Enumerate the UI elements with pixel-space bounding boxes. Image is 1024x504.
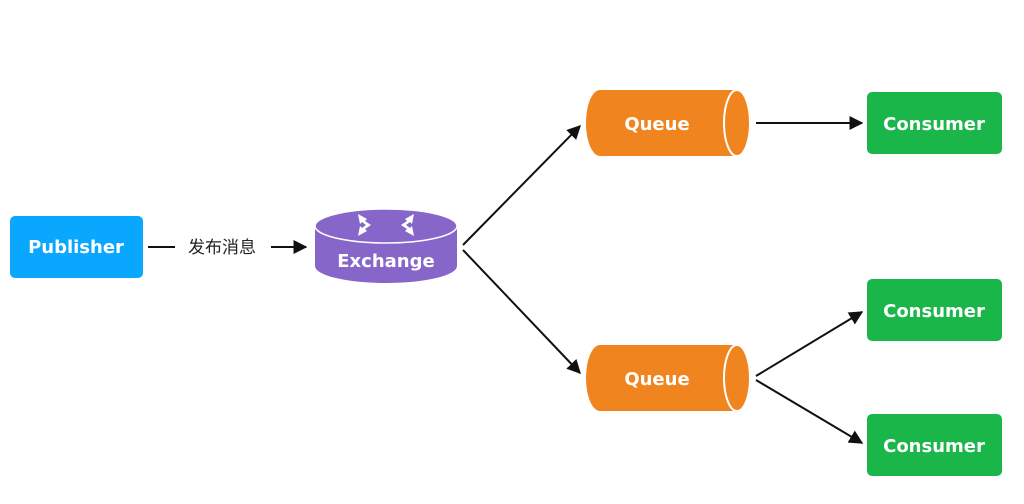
edge-publisher-exchange: 发布消息 — [148, 238, 308, 258]
queue-node-2[interactable]: Queue — [586, 344, 751, 412]
exchange-label: Exchange — [337, 251, 434, 272]
consumer-2-label: Consumer — [883, 301, 985, 322]
publisher-box — [10, 216, 143, 278]
consumer-2-box — [867, 279, 1002, 341]
consumer-1-box — [867, 92, 1002, 154]
edge-queue-2-consumer-2 — [755, 311, 864, 377]
exchange-arrows-icon — [358, 214, 414, 236]
edge-queue-2-consumer-3 — [755, 379, 864, 444]
queue-node-1[interactable]: Queue — [586, 89, 751, 157]
edge-exchange-queue-2 — [462, 249, 581, 375]
consumer-node-3[interactable]: Consumer — [867, 414, 1002, 476]
edge-exchange-queue-1 — [462, 125, 581, 246]
consumer-node-1[interactable]: Consumer — [867, 92, 1002, 154]
queue-1-end — [723, 89, 751, 157]
queue-2-label: Queue — [624, 369, 689, 390]
queue-1-body — [586, 90, 751, 156]
exchange-top — [314, 208, 458, 244]
consumer-node-2[interactable]: Consumer — [867, 279, 1002, 341]
consumer-3-label: Consumer — [883, 436, 985, 457]
consumer-1-label: Consumer — [883, 114, 985, 135]
queue-2-body — [586, 345, 751, 411]
publisher-node[interactable]: Publisher — [10, 216, 143, 278]
edge-label-publish-message: 发布消息 — [188, 238, 256, 258]
publisher-label: Publisher — [28, 237, 124, 258]
queue-2-end — [723, 344, 751, 412]
consumer-3-box — [867, 414, 1002, 476]
exchange-node[interactable]: Exchange — [314, 208, 458, 283]
queue-1-label: Queue — [624, 114, 689, 135]
